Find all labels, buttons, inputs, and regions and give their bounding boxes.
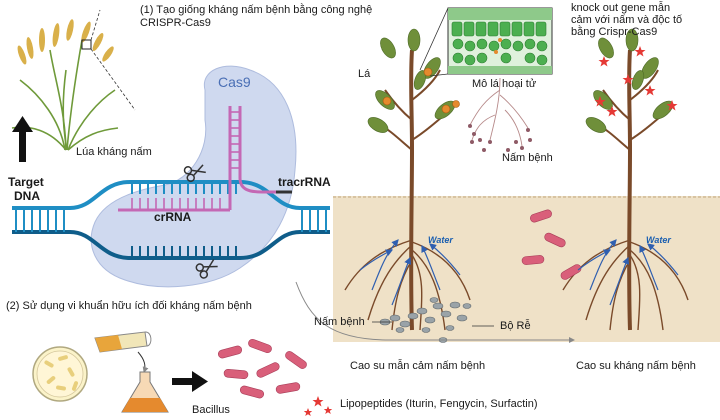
- bacillus-cells: [217, 338, 307, 399]
- tracrrna-label: tracrRNA: [278, 175, 331, 189]
- rice-caption: Lúa kháng nấm: [76, 146, 152, 158]
- step1-title: (1) Tạo giống kháng nấm bệnh bằng công n…: [140, 4, 373, 16]
- knockout-line-2: cảm với nấm và độc tố: [571, 14, 683, 26]
- water-arrows-left: [359, 239, 461, 306]
- zoom-line: [90, 9, 101, 41]
- flask-icon: [121, 371, 169, 413]
- lipopeptides-label: Lipopeptides (Iturin, Fengycin, Surfacti…: [340, 398, 538, 410]
- crrna-label: crRNA: [154, 210, 192, 224]
- step2-title: (2) Sử dụng vi khuẩn hữu ích đối kháng n…: [6, 300, 252, 312]
- target-dna-label-2: DNA: [14, 189, 40, 203]
- water-arrows-right: [577, 239, 679, 306]
- scissors-icon: [183, 164, 206, 183]
- arrow-right-icon: [295, 281, 575, 343]
- fungus-spores: [468, 124, 532, 152]
- star-icon: [303, 396, 333, 416]
- test-tube-icon: [94, 331, 152, 353]
- pour-arrow: [137, 351, 149, 373]
- knockout-line-3: bằng Crispr-Cas9: [571, 26, 658, 38]
- arrow-up-icon: [12, 116, 33, 162]
- pathogen-soil-label: Nấm bệnh: [314, 316, 365, 328]
- water-label-right: Water: [646, 235, 671, 245]
- leaf-label: Lá: [358, 68, 371, 80]
- fungus-hyphae: [469, 77, 529, 147]
- arrow-right-icon: [172, 371, 208, 392]
- petri-dish-icon: [32, 346, 88, 402]
- resistant-caption: Cao su kháng nấm bệnh: [576, 360, 696, 372]
- scissors-icon: [195, 259, 218, 279]
- knockout-line-1: knock out gene mẫn: [571, 2, 671, 14]
- soil-bacteria: [521, 209, 582, 280]
- step1-subtitle: CRISPR-Cas9: [140, 17, 211, 29]
- star-icon-group: [594, 46, 678, 117]
- necrotic-tissue-inset: [447, 7, 553, 75]
- rice-plant: [11, 19, 119, 151]
- roots-label: Bộ Rễ: [500, 320, 531, 332]
- dna-double-helix: [12, 180, 330, 260]
- pathogen-top-label: Nấm bệnh: [502, 152, 553, 164]
- tracrrna-structure: [228, 106, 292, 210]
- bacillus-label: Bacillus: [192, 404, 230, 416]
- resistant-rubber-tree: [562, 28, 689, 331]
- water-label-left: Water: [428, 235, 453, 245]
- zoom-line: [419, 7, 449, 71]
- susceptible-caption: Cao su mẫn cảm nấm bệnh: [350, 360, 486, 372]
- crrna-strand: [118, 198, 230, 212]
- zoom-line: [429, 73, 449, 77]
- pathogen-cluster: [379, 297, 472, 343]
- target-dna-label-1: Target: [8, 175, 44, 189]
- cas9-label: Cas9: [218, 74, 251, 90]
- zoom-line: [90, 48, 136, 111]
- susceptible-rubber-tree: [344, 28, 471, 331]
- necrotic-tissue-label: Mô lá hoại tử: [472, 78, 537, 90]
